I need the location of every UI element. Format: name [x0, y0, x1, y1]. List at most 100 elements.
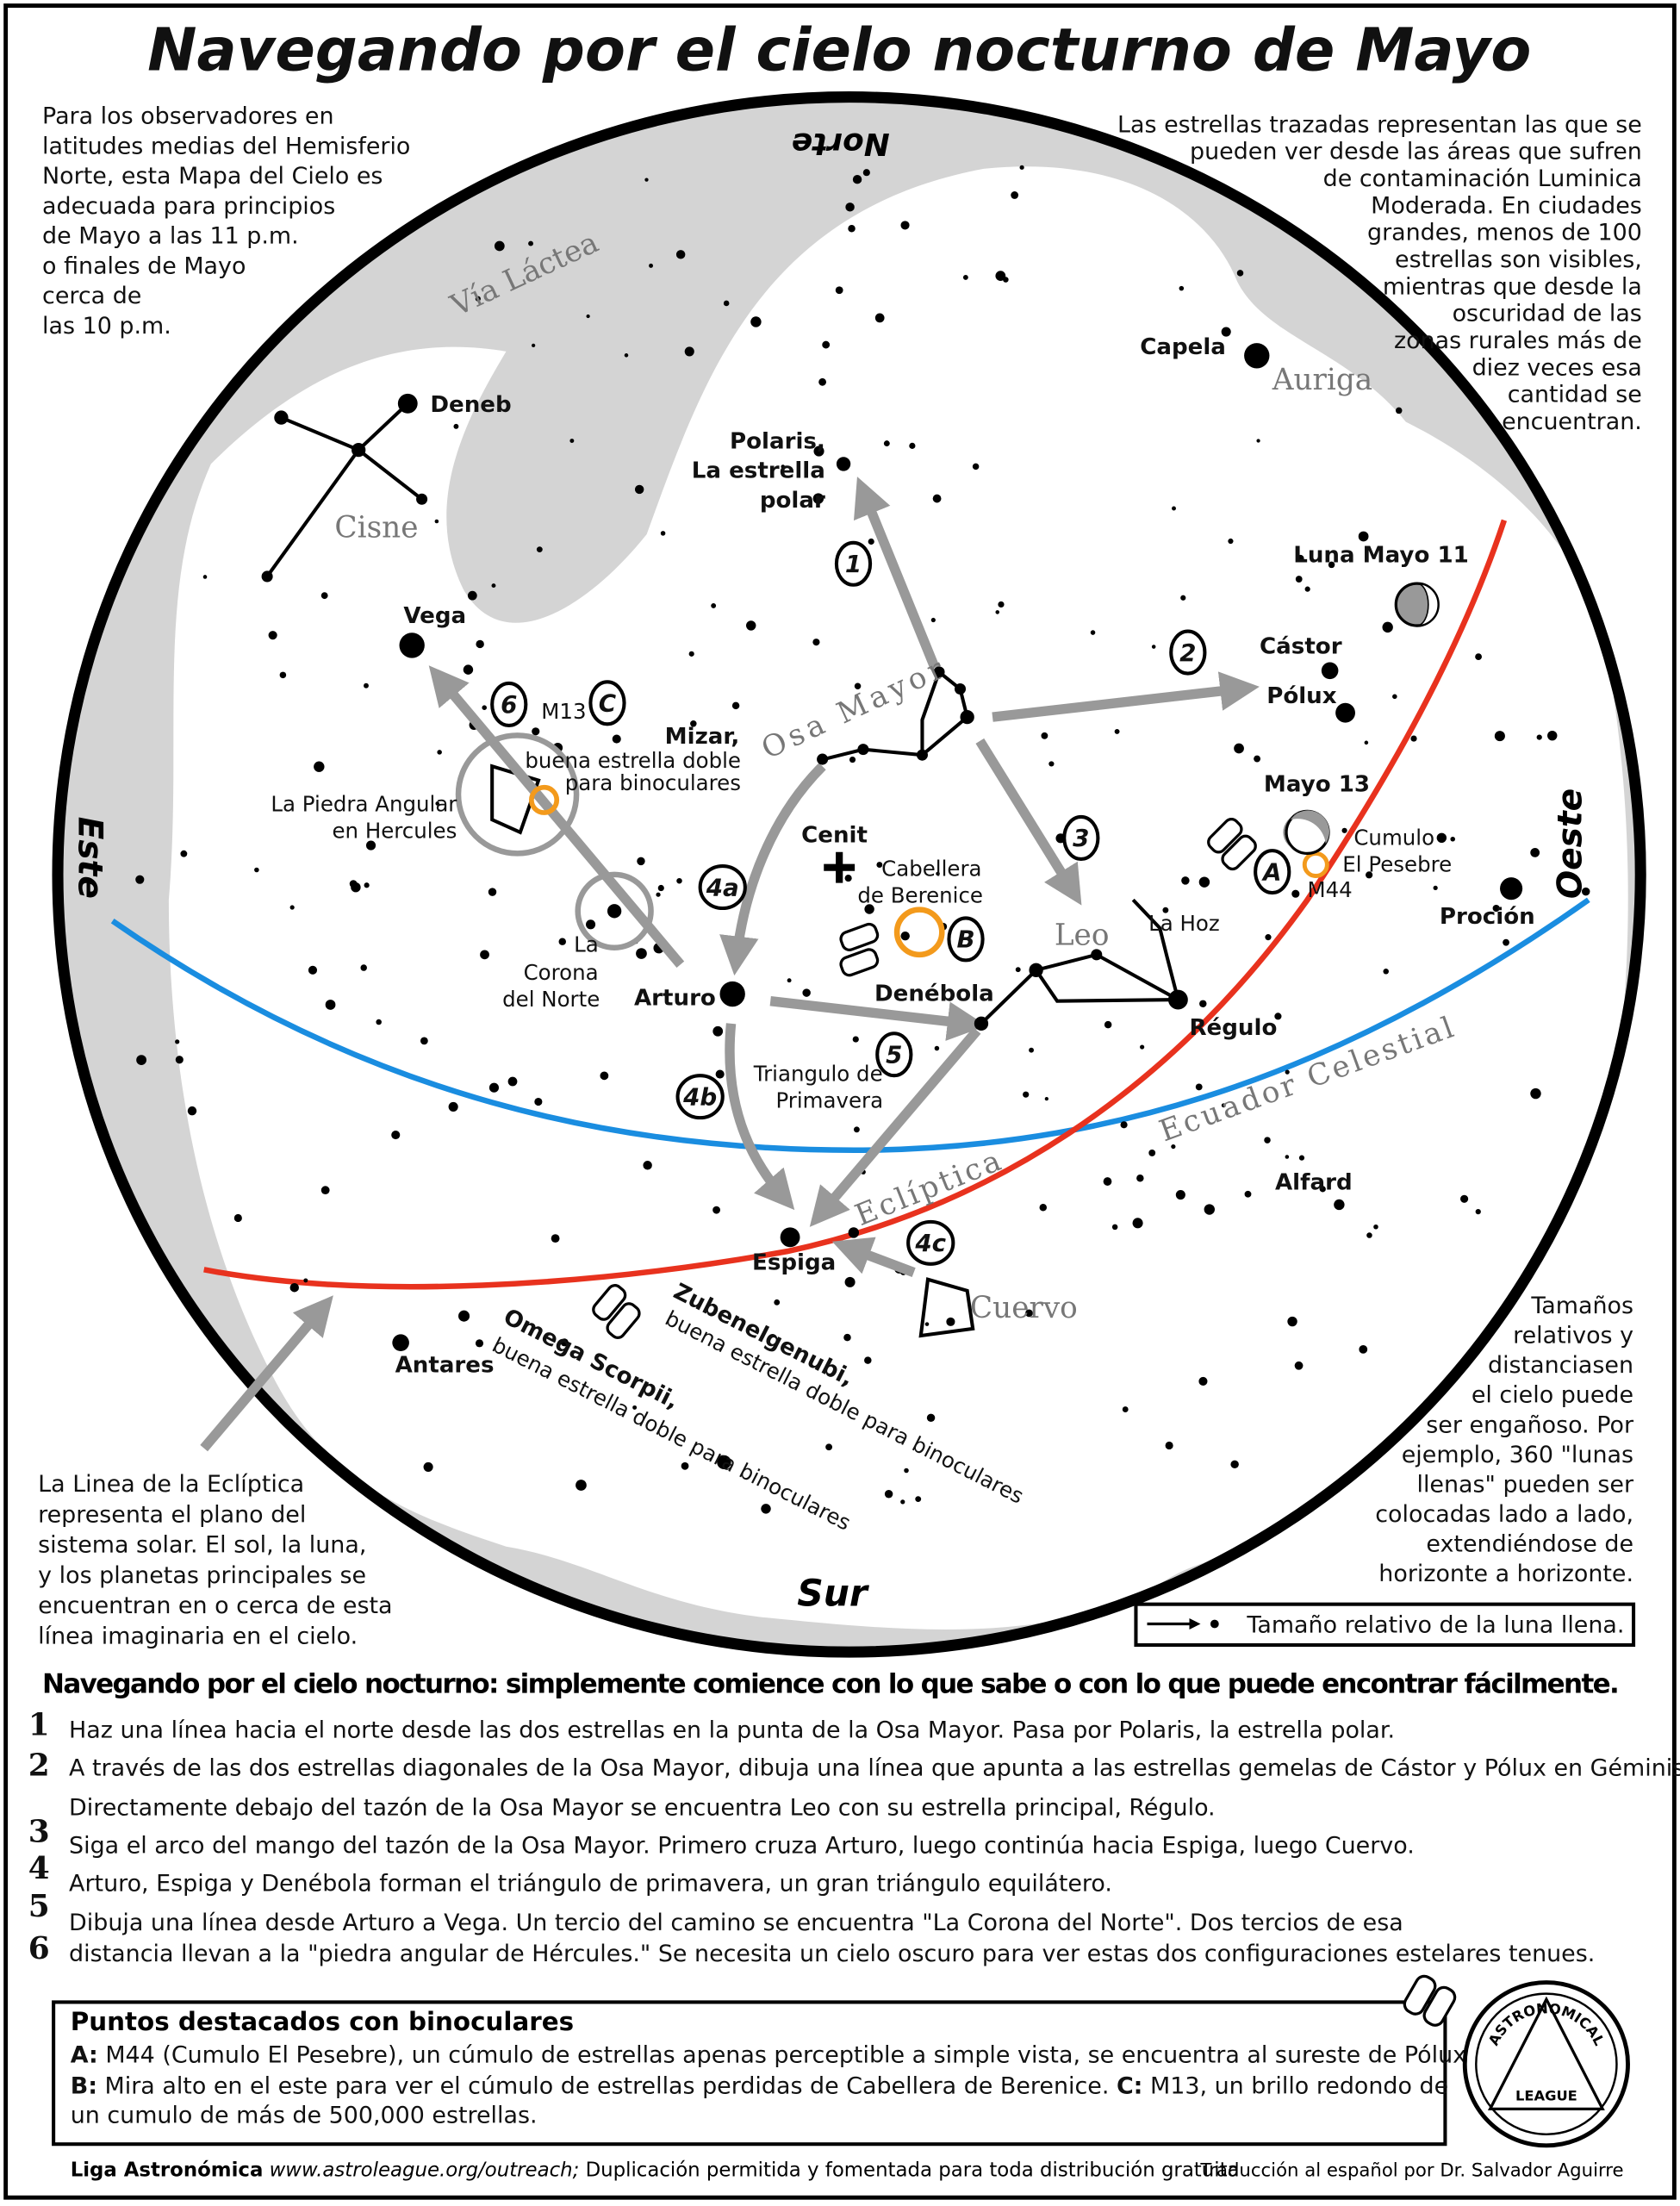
marker-circle [875, 1031, 913, 1078]
footer-url[interactable]: www.astroleague.org/outreach; [270, 2159, 580, 2182]
star [1198, 876, 1210, 888]
star [1536, 734, 1542, 740]
star [644, 178, 649, 182]
star [507, 1076, 518, 1087]
star [233, 1213, 242, 1223]
guide-list: Haz una línea hacia el norte desde las d… [28, 1706, 1680, 1967]
star [995, 610, 1000, 614]
star [1230, 1460, 1239, 1469]
mizar-note: para binoculares [565, 770, 741, 795]
paragraph-line: representa el plano del [38, 1501, 306, 1528]
star [475, 296, 481, 302]
star [175, 1056, 184, 1064]
star [1256, 439, 1260, 443]
star [420, 1037, 428, 1045]
coma-label: de Berenice [857, 882, 983, 907]
star [1297, 554, 1304, 563]
paragraph-line: pueden ver desde las áreas que sufren [1190, 139, 1642, 165]
star [712, 1025, 724, 1037]
highlight-b-key: B: [71, 2072, 97, 2099]
star [536, 546, 543, 553]
denebola-label: Denébola [874, 981, 994, 1007]
star [423, 1461, 433, 1472]
star [822, 340, 831, 349]
star [813, 446, 824, 457]
star [1140, 1044, 1145, 1050]
star [1494, 731, 1505, 742]
star [1304, 586, 1310, 592]
star [848, 1227, 860, 1238]
star [1204, 1204, 1215, 1215]
star [494, 240, 505, 252]
star [1530, 1087, 1541, 1100]
star [1120, 1121, 1128, 1129]
star [488, 888, 497, 896]
paragraph-line: cantidad se [1508, 382, 1642, 408]
m13-label: M13 [541, 699, 586, 724]
guide-step-number: 5 [28, 1888, 50, 1924]
star [187, 1106, 197, 1116]
star [656, 892, 661, 897]
star [998, 601, 1005, 608]
star [1254, 755, 1261, 763]
paragraph-line: estrellas son visibles, [1395, 246, 1642, 273]
spring-triangle-label: Triangulo de [753, 1062, 883, 1087]
east-label: Este [70, 817, 109, 899]
star [320, 1186, 330, 1195]
star [1298, 1155, 1305, 1161]
star [1165, 1441, 1173, 1450]
star [1048, 761, 1055, 767]
star [551, 1234, 560, 1243]
guide-step-number: 1 [28, 1706, 50, 1742]
star [1285, 1069, 1290, 1075]
m44-label: M44 [1308, 877, 1353, 902]
logo-text-bottom: LEAGUE [1515, 2088, 1577, 2104]
astronomical-league-logo: ASTRONOMICAL LEAGUE [1462, 1980, 1630, 2148]
star [1199, 1000, 1207, 1008]
binocular-highlights-box: Puntos destacados con binoculares A: M44… [52, 2000, 1474, 2147]
paragraph-line: de contaminación Luminica [1323, 165, 1642, 192]
star [532, 727, 540, 736]
star [636, 948, 647, 959]
star [684, 346, 694, 357]
highlight-a: A: M44 (Cumulo El Pesebre), un cúmulo de… [71, 2042, 1474, 2069]
star [934, 1045, 940, 1051]
ecliptic-line [203, 519, 1508, 1290]
star [849, 756, 856, 763]
star [325, 1000, 336, 1010]
star [862, 169, 870, 177]
star [1547, 730, 1558, 741]
star [1328, 561, 1335, 569]
star [475, 1339, 484, 1348]
cisne-label: Cisne [334, 510, 418, 545]
guide-step-text: Siga el arco del mango del tazón de la O… [69, 1832, 1415, 1859]
star [1287, 1316, 1297, 1327]
star [1195, 1083, 1203, 1091]
regulus-label: Régulo [1189, 1015, 1277, 1041]
beehive-label: Cumulo [1353, 826, 1434, 851]
star [1114, 728, 1120, 734]
star [612, 734, 621, 744]
star [649, 263, 653, 268]
star [175, 1039, 180, 1044]
marker-m1: 1 [845, 550, 862, 578]
star [876, 862, 883, 869]
star [1285, 1155, 1290, 1159]
corvus-label: Cuervo [970, 1291, 1078, 1325]
star [448, 1101, 458, 1112]
star [364, 882, 370, 888]
paragraph-line: mientras que desde la [1383, 273, 1642, 300]
star [1274, 1013, 1282, 1020]
star [1171, 1144, 1176, 1150]
star [1582, 887, 1590, 896]
antares-label: Antares [395, 1352, 495, 1378]
marker-circle [698, 864, 747, 911]
star [924, 1322, 930, 1326]
paragraph-line: diez veces esa [1472, 354, 1642, 381]
star [900, 221, 910, 230]
paragraph-line: de Mayo a las 11 p.m. [42, 223, 299, 250]
deneb-label: Deneb [430, 392, 511, 418]
star [320, 592, 328, 600]
spring-triangle-label: Primavera [775, 1088, 883, 1113]
